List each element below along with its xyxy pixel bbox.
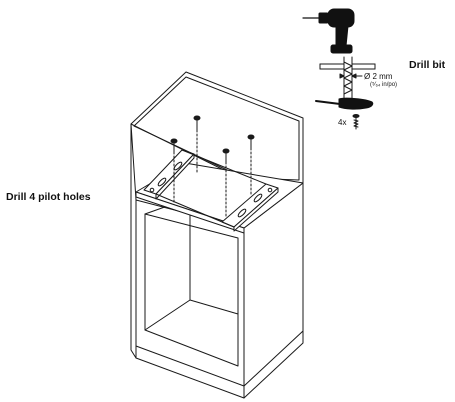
cordless-drill-icon [302,8,355,54]
mounting-bracket [143,149,279,232]
screw-icon [352,114,360,130]
cabinet-back-panel [130,71,304,184]
drill-bit-label: Drill bit [409,59,446,71]
screw-3 [222,148,230,219]
bit-size-metric-label: Ø 2 mm [364,72,393,81]
screw-1 [170,138,178,205]
bit-size-imperial-label: (⁵⁄₆₄ in/po) [370,82,398,88]
screw-2 [193,115,201,173]
drill-bit-icon [319,56,376,105]
screw-4 [247,134,255,197]
screw-count-label: 4x [338,118,347,127]
cabinet-body [130,123,304,399]
step-instruction-label: Drill 4 pilot holes [6,191,91,203]
screwdriver-icon [315,97,374,110]
